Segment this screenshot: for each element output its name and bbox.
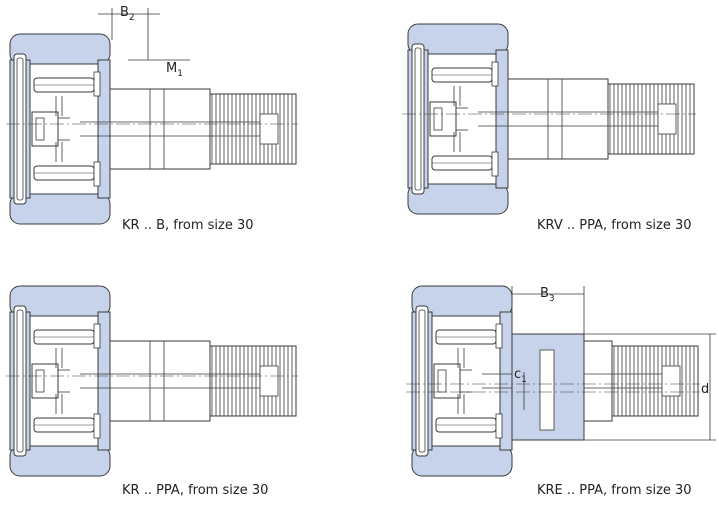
panel-kr-b: B2 M1 KR .. B, from size 30 <box>6 5 298 233</box>
caption-kr-b: KR .. B, from size 30 <box>122 218 254 233</box>
dim-b3-label: B3 <box>540 286 555 304</box>
dim-m1-label: M1 <box>166 61 183 79</box>
bearing-section <box>411 285 513 477</box>
panel-kre-ppa: B3 c1 d KRE .. PPA, from size 30 <box>406 285 716 498</box>
stud-section <box>79 340 297 422</box>
bearing-section <box>9 33 111 225</box>
panel-krv-ppa: KRV .. PPA, from size 30 <box>402 23 696 233</box>
stud-section <box>477 78 695 160</box>
dim-b2-label: B2 <box>120 5 135 23</box>
caption-krv-ppa: KRV .. PPA, from size 30 <box>537 218 692 233</box>
bearing-section <box>407 23 509 215</box>
stud-section <box>79 88 297 170</box>
caption-kr-ppa: KR .. PPA, from size 30 <box>122 483 268 498</box>
dim-c1-label: c1 <box>514 367 527 385</box>
panel-kr-ppa: KR .. PPA, from size 30 <box>6 285 298 498</box>
dim-d-label: d <box>701 382 709 397</box>
bearing-section <box>9 285 111 477</box>
caption-kre-ppa: KRE .. PPA, from size 30 <box>537 483 692 498</box>
